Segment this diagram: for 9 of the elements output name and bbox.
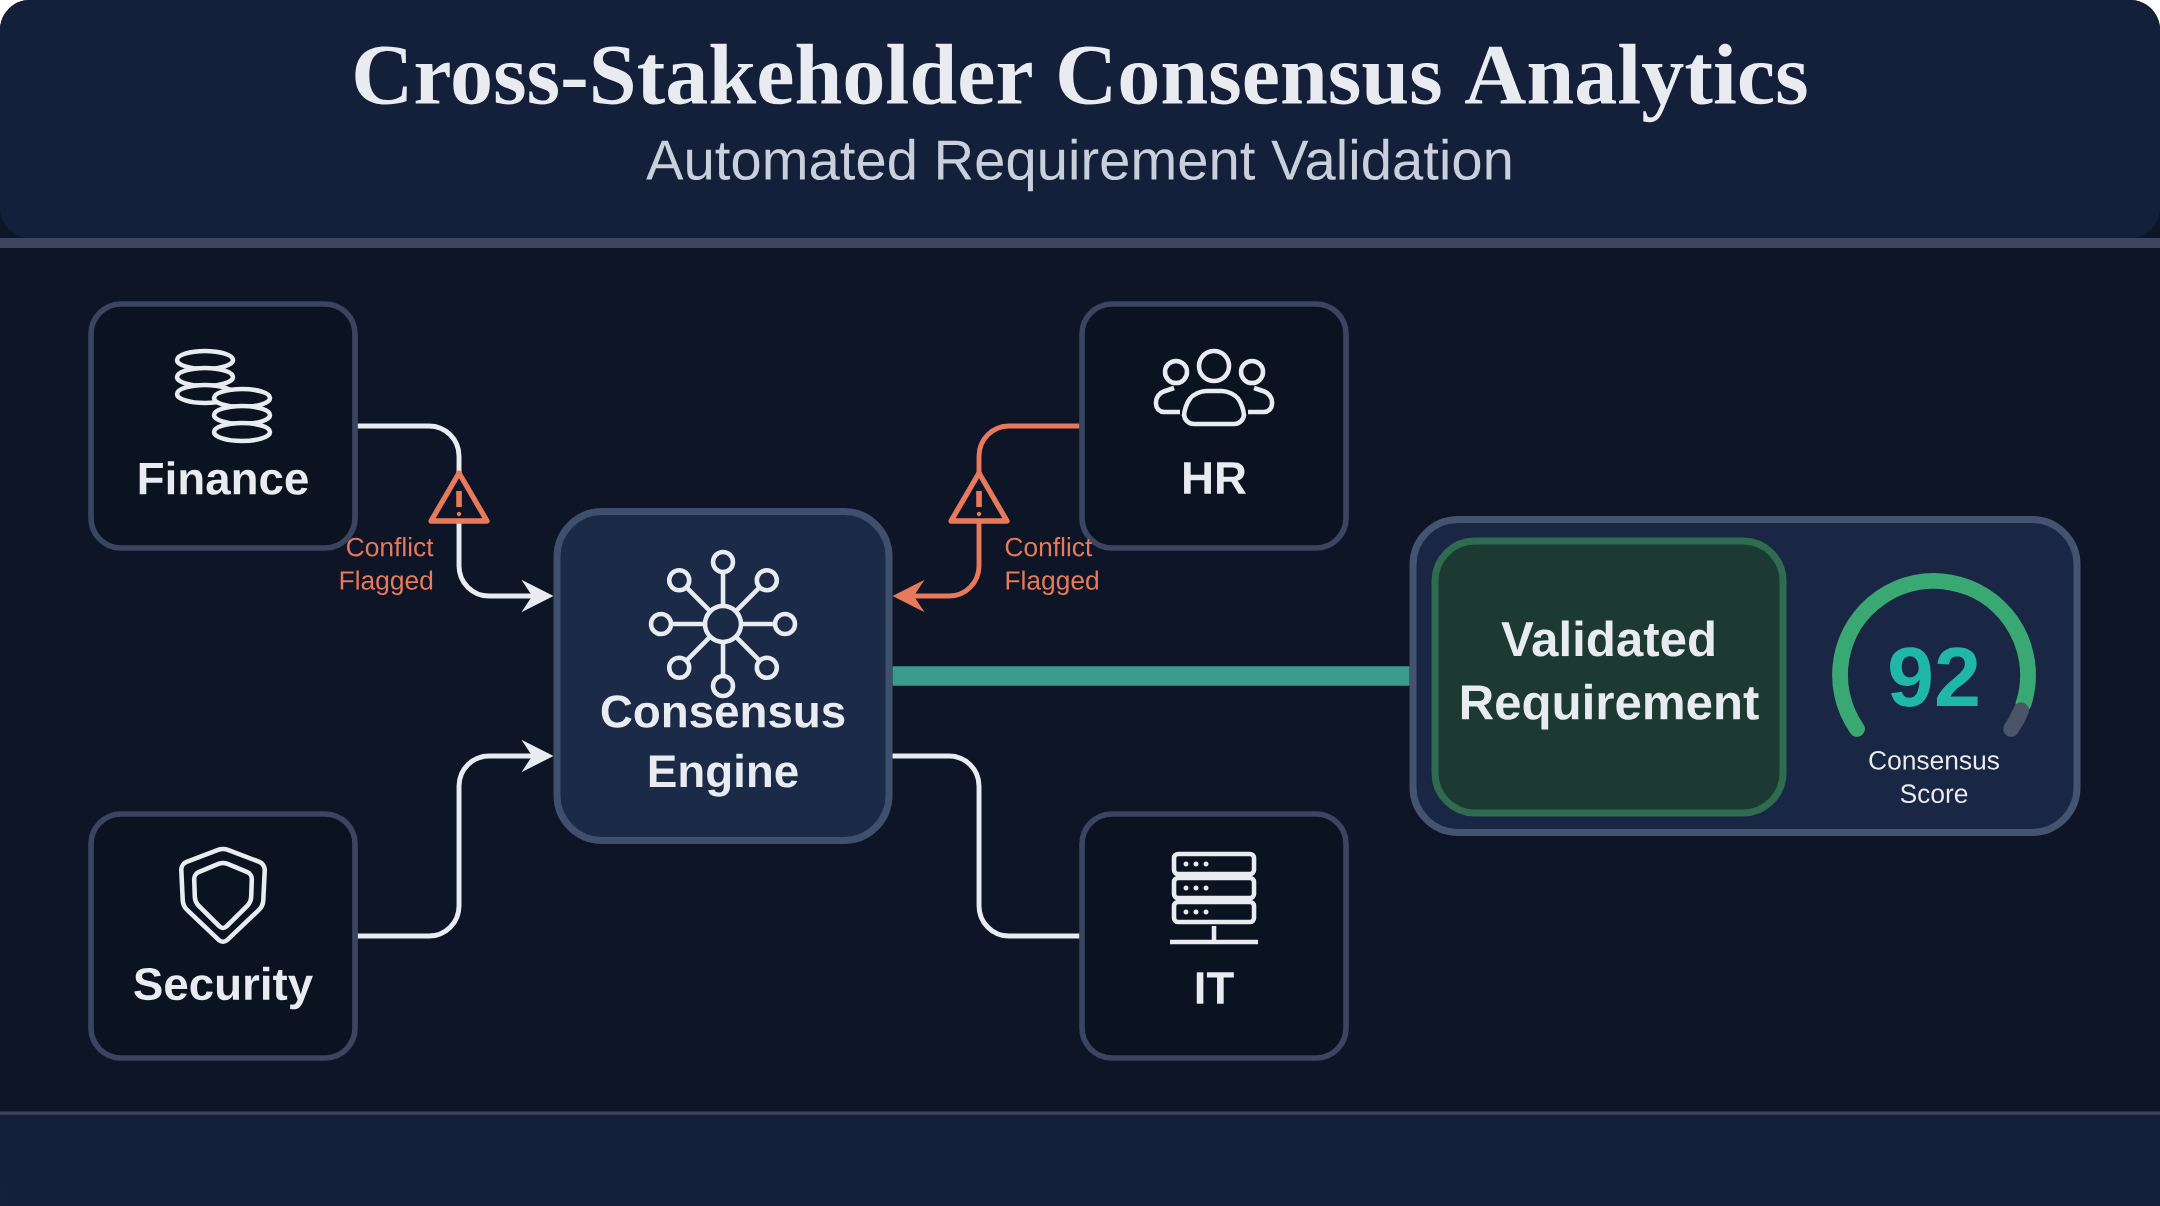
score-value: 92 xyxy=(1890,647,1978,707)
stakeholder-card: Security xyxy=(88,811,358,1061)
result-box: Validated Requirement xyxy=(1431,537,1787,817)
stakeholder-card: IT xyxy=(1079,811,1349,1061)
title: Cross-Stakeholder Consensus Analytics xyxy=(355,43,1807,123)
gauge-caption: Consensus Score xyxy=(1869,751,1999,804)
engine-box: Consensus Engine xyxy=(553,508,893,845)
subtitle: Automated Requirement Validation xyxy=(646,138,1511,192)
score-gauge xyxy=(1832,573,2036,804)
